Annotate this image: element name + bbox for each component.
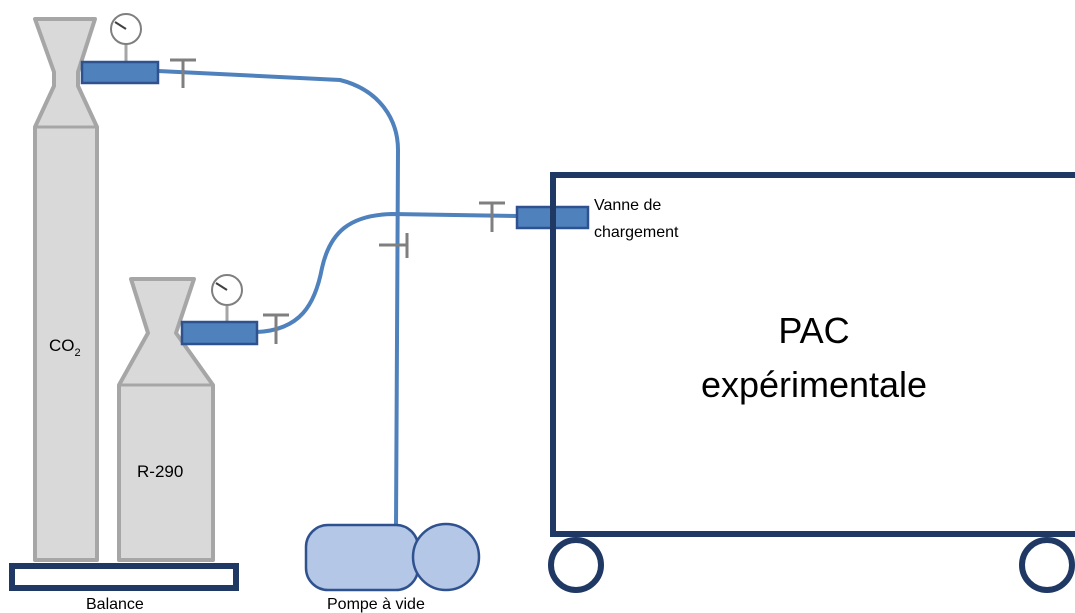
charging-valve-label-line1: Vanne de [594, 197, 661, 214]
r290-cylinder [117, 277, 215, 562]
pac-wheel-left [548, 537, 604, 593]
hose-co2-to-pump [157, 69, 401, 529]
balance-label: Balance [86, 596, 144, 613]
charging-line-valve-handle-icon [479, 201, 505, 232]
pac-title-line2: expérimentale [701, 364, 927, 405]
pump-line-valve-handle-icon [379, 233, 409, 258]
charging-valve-label-line2: chargement [594, 224, 679, 241]
r290-pressure-gauge-icon [211, 274, 243, 323]
r290-label: R-290 [137, 462, 183, 481]
pump-label: Pompe à vide [327, 596, 425, 613]
balance-platform [9, 563, 239, 591]
vacuum-pump [304, 522, 481, 592]
co2-cylinder [33, 17, 99, 562]
co2-pressure-gauge-icon [110, 13, 142, 62]
co2-valve-handle-icon [170, 58, 196, 88]
hose-r290-to-pac [256, 211, 518, 334]
co2-label: CO2 [49, 336, 81, 359]
pac-frame [550, 172, 1075, 537]
pac-title-line1: PAC [778, 310, 849, 351]
r290-fitting [180, 320, 259, 346]
co2-fitting [80, 60, 160, 85]
r290-valve-handle-icon [263, 313, 289, 344]
pac-wheel-right [1019, 537, 1075, 593]
